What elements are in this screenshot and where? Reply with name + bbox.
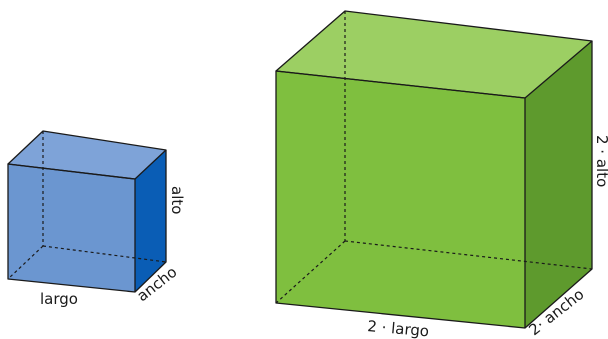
small-box-height-label: alto (168, 186, 186, 214)
large-box-height-label: 2 · alto (593, 135, 608, 187)
large-box-length-label: 2 · largo (367, 317, 430, 339)
small-box: largo ancho alto (7, 130, 186, 308)
small-box-side-face (135, 150, 166, 292)
large-box-front-face (276, 71, 525, 328)
large-box-side-outline (524, 41, 593, 329)
large-box-top-face (276, 11, 592, 98)
large-box-side-face (525, 41, 592, 328)
small-box-length-label: largo (40, 290, 78, 308)
large-box: 2 · largo 2· ancho 2 · alto (275, 10, 608, 339)
small-box-hidden-edge-left-bottom (7, 245, 44, 280)
small-box-side-outline (134, 150, 167, 293)
small-box-hidden-edge-back-bottom (42, 245, 167, 263)
small-box-front-face (8, 164, 135, 292)
small-box-top-face (8, 131, 166, 179)
